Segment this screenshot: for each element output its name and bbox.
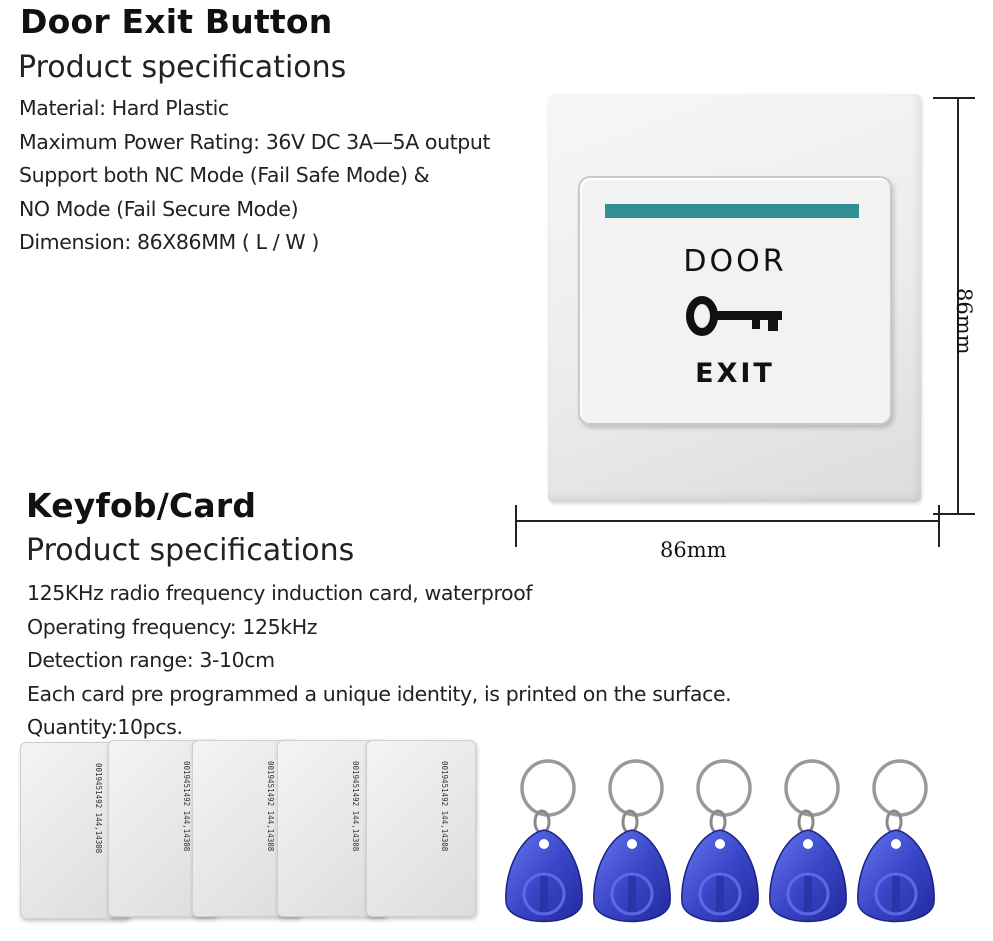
keyfob-spec-identity: Each card pre programmed a unique identi… xyxy=(27,681,732,706)
key-ring-icon xyxy=(872,759,928,817)
height-dimension-bottom-tick xyxy=(933,513,975,515)
height-dimension-top-tick xyxy=(933,97,975,99)
keyfob-emblem-icon xyxy=(610,872,654,916)
door-section-title: Door Exit Button xyxy=(20,2,333,41)
door-spec-list: Material: Hard Plastic Maximum Power Rat… xyxy=(19,92,491,260)
key-ring-icon xyxy=(520,759,576,817)
keyfob-emblem-bar xyxy=(540,876,548,912)
keyfob-group xyxy=(505,759,935,923)
rfid-card: 0019451492 144,14308 xyxy=(366,740,476,917)
keyfob-emblem-bar xyxy=(804,876,812,912)
keyfob xyxy=(593,759,671,923)
card-serial: 0019451492 144,14308 xyxy=(94,763,103,854)
keyfob-emblem-bar xyxy=(892,876,900,912)
card-serial: 0019451492 144,14308 xyxy=(351,761,360,852)
door-spec-mode-no: NO Mode (Fail Secure Mode) xyxy=(19,196,299,221)
door-label: DOOR xyxy=(683,244,787,279)
keyfob-spec-list: 125KHz radio frequency induction card, w… xyxy=(27,577,732,745)
keyfob-emblem-icon xyxy=(874,872,918,916)
keyfob-hole xyxy=(627,839,637,849)
keyfob xyxy=(681,759,759,923)
door-section-subtitle: Product specifications xyxy=(18,50,347,85)
door-spec-mode-nc: Support both NC Mode (Fail Safe Mode) & xyxy=(19,163,430,187)
door-spec-power: Maximum Power Rating: 36V DC 3A—5A outpu… xyxy=(19,129,491,154)
keyfob-hole xyxy=(891,839,901,849)
height-dimension-line xyxy=(957,97,959,515)
keyfob-section-subtitle: Product specifications xyxy=(26,533,355,568)
key-ring-icon xyxy=(696,759,752,817)
keyfob xyxy=(505,759,583,923)
keyfob-emblem-bar xyxy=(628,876,636,912)
card-serial: 0019451492 144,14308 xyxy=(266,761,275,852)
keyfob-emblem-icon xyxy=(786,872,830,916)
width-dimension-right-tick xyxy=(938,505,940,547)
key-ring-icon xyxy=(784,759,840,817)
width-dimension-label: 86mm xyxy=(660,538,727,562)
door-spec-dimension: Dimension: 86X86MM ( L / W ) xyxy=(19,230,319,254)
keyfob-spec-frequency: Operating frequency: 125kHz xyxy=(27,614,318,639)
keyfob-hole xyxy=(803,839,813,849)
keyfob-emblem-bar xyxy=(716,876,724,912)
exit-label: EXIT xyxy=(695,358,775,389)
rfid-card-stack: 0019451492 144,14308 0019451492 144,1430… xyxy=(20,740,490,940)
card-serial: 0019451492 144,14308 xyxy=(182,761,191,852)
keyfob-spec-card: 125KHz radio frequency induction card, w… xyxy=(27,581,533,605)
keyfob xyxy=(769,759,847,923)
height-dimension-label: 86mm xyxy=(952,288,976,355)
keyfob-hole xyxy=(539,839,549,849)
door-spec-material: Material: Hard Plastic xyxy=(19,96,229,120)
keyfob-spec-range: Detection range: 3-10cm xyxy=(27,648,275,672)
key-icon xyxy=(686,296,782,336)
card-serial: 0019451492 144,14308 xyxy=(440,761,449,852)
indicator-strip xyxy=(605,204,859,218)
keyfob-spec-quantity: Quantity:10pcs. xyxy=(27,715,183,739)
keyfob-hole xyxy=(715,839,725,849)
button-panel: DOOR EXIT xyxy=(578,176,892,425)
key-ring-icon xyxy=(608,759,664,817)
keyfob-section-title: Keyfob/Card xyxy=(26,486,257,525)
keyfob-emblem-icon xyxy=(522,872,566,916)
keyfob xyxy=(857,759,935,923)
door-exit-button-photo: DOOR EXIT xyxy=(548,94,921,502)
width-dimension-left-tick xyxy=(515,505,517,547)
width-dimension-line xyxy=(516,520,940,522)
keyfob-emblem-icon xyxy=(698,872,742,916)
